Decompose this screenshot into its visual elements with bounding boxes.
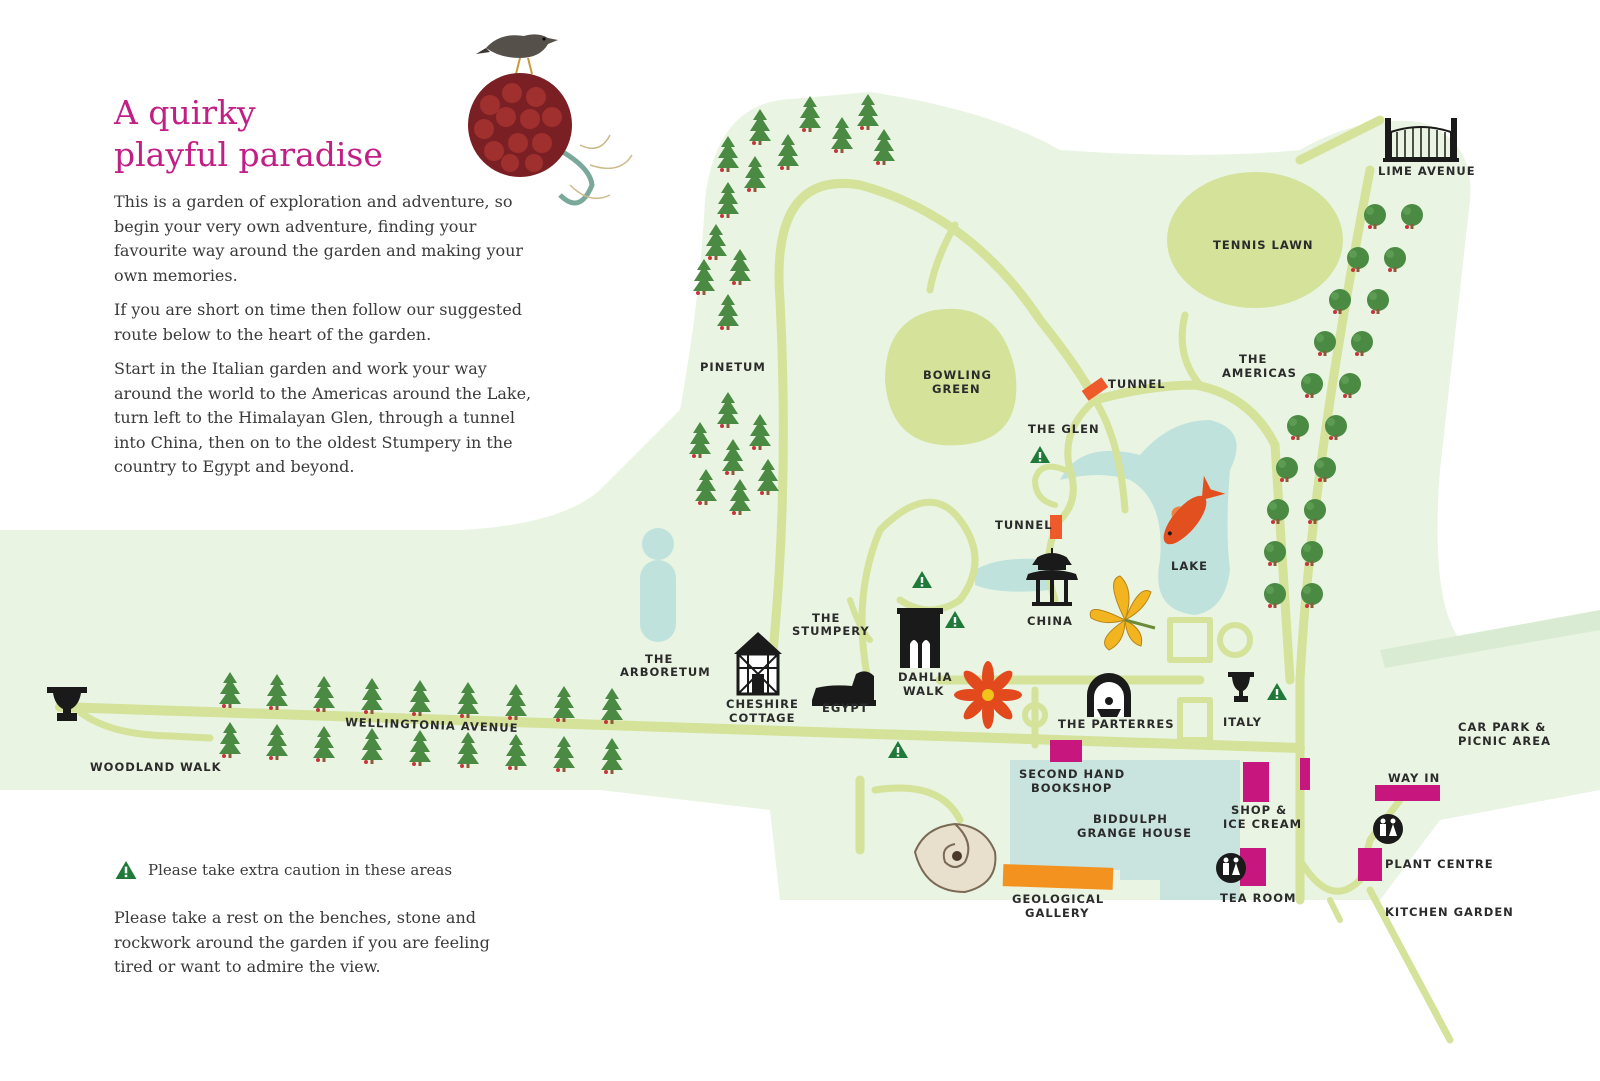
label-dahlia-walk-2: WALK — [903, 684, 944, 698]
label-the-stumpery-1: THE — [812, 611, 840, 625]
label-biddulph-1: BIDDULPH — [1093, 812, 1168, 826]
label-the-americas-1: THE — [1239, 352, 1267, 366]
title-line-2: playful paradise — [114, 135, 383, 174]
label-second-hand-bookshop-1: SECOND HAND — [1019, 767, 1125, 781]
label-bowling-green-1: BOWLING — [923, 368, 992, 382]
label-car-park-2: PICNIC AREA — [1458, 734, 1551, 748]
label-the-arboretum-1: THE — [645, 652, 673, 666]
label-tennis-lawn: TENNIS LAWN — [1213, 238, 1314, 252]
label-egypt: EGYPT — [822, 701, 869, 715]
dahlia-icon — [954, 661, 1022, 729]
page-title: A quirky playful paradise — [114, 92, 534, 176]
label-plant-centre: PLANT CENTRE — [1385, 857, 1494, 871]
tennis-lawn — [1167, 172, 1343, 308]
label-italy: ITALY — [1223, 715, 1262, 729]
label-the-stumpery-2: STUMPERY — [792, 624, 870, 638]
label-lake: LAKE — [1171, 559, 1208, 573]
gateway-icon — [897, 608, 943, 668]
label-tea-room: TEA ROOM — [1220, 891, 1296, 905]
sphinx-icon — [812, 671, 876, 706]
intro-paragraph-2: If you are short on time then follow our… — [114, 300, 523, 344]
caution-legend: Please take extra caution in these areas — [114, 860, 452, 880]
label-the-glen: THE GLEN — [1028, 422, 1100, 436]
label-dahlia-walk-1: DAHLIA — [898, 670, 953, 684]
label-kitchen-garden: KITCHEN GARDEN — [1385, 905, 1514, 919]
label-wellingtonia-avenue: WELLINGTONIA AVENUE — [345, 715, 519, 735]
label-lime-avenue: LIME AVENUE — [1378, 164, 1476, 178]
fish-icon — [1163, 475, 1226, 545]
toilets-icon — [1373, 814, 1403, 844]
label-woodland-walk: WOODLAND WALK — [90, 760, 222, 774]
caution-text: Please take extra caution in these areas — [148, 861, 453, 879]
label-shop-2: ICE CREAM — [1223, 817, 1302, 831]
biddulph-grange-house — [1010, 760, 1240, 900]
toilets-icon — [1216, 853, 1246, 883]
label-bowling-green-2: GREEN — [932, 382, 981, 396]
lily-icon — [1089, 575, 1156, 651]
label-the-arboretum-2: ARBORETUM — [620, 665, 711, 679]
intro-panel: A quirky playful paradise This is a gard… — [114, 92, 534, 490]
nautilus-icon — [913, 822, 997, 894]
lake — [640, 420, 1237, 642]
caution-icon — [115, 860, 137, 880]
label-second-hand-bookshop-2: BOOKSHOP — [1031, 781, 1112, 795]
tunnel-marker-mid — [1050, 515, 1062, 539]
geological-gallery-marker — [1002, 864, 1114, 890]
title-line-1: A quirky — [114, 93, 256, 132]
label-the-americas-2: AMERICAS — [1222, 366, 1297, 380]
berry-icon — [468, 73, 633, 206]
facility-markers — [1050, 740, 1440, 886]
fountain-icon — [1087, 673, 1131, 717]
label-pinetum: PINETUM — [700, 360, 766, 374]
rest-note: Please take a rest on the benches, stone… — [114, 908, 490, 976]
bowling-green — [885, 308, 1017, 446]
label-the-parterres: THE PARTERRES — [1058, 717, 1175, 731]
urn-icon — [1228, 672, 1254, 702]
pagoda-icon — [1026, 548, 1078, 606]
urn-icon — [47, 687, 87, 721]
label-china: CHINA — [1027, 614, 1073, 628]
label-biddulph-2: GRANGE HOUSE — [1077, 826, 1192, 840]
map-labels: LIME AVENUE TENNIS LAWN PINETUM BOWLING … — [90, 164, 1551, 920]
bird-icon — [476, 34, 558, 75]
label-cheshire-cottage-2: COTTAGE — [729, 711, 795, 725]
label-way-in: WAY IN — [1388, 771, 1440, 785]
label-car-park-1: CAR PARK & — [1458, 720, 1546, 734]
label-geological-2: GALLERY — [1025, 906, 1089, 920]
intro-paragraph-1: This is a garden of exploration and adve… — [114, 192, 524, 285]
gate-icon — [1383, 118, 1459, 162]
intro-paragraph-3: Start in the Italian garden and work you… — [114, 359, 532, 476]
tunnel-marker-top — [1081, 377, 1109, 401]
label-shop-1: SHOP & — [1231, 803, 1287, 817]
label-tunnel-top: TUNNEL — [1108, 377, 1166, 391]
label-tunnel-mid: TUNNEL — [995, 518, 1053, 532]
cottage-icon — [734, 632, 782, 696]
label-cheshire-cottage-1: CHESHIRE — [726, 697, 799, 711]
label-geological-1: GEOLOGICAL — [1012, 892, 1104, 906]
